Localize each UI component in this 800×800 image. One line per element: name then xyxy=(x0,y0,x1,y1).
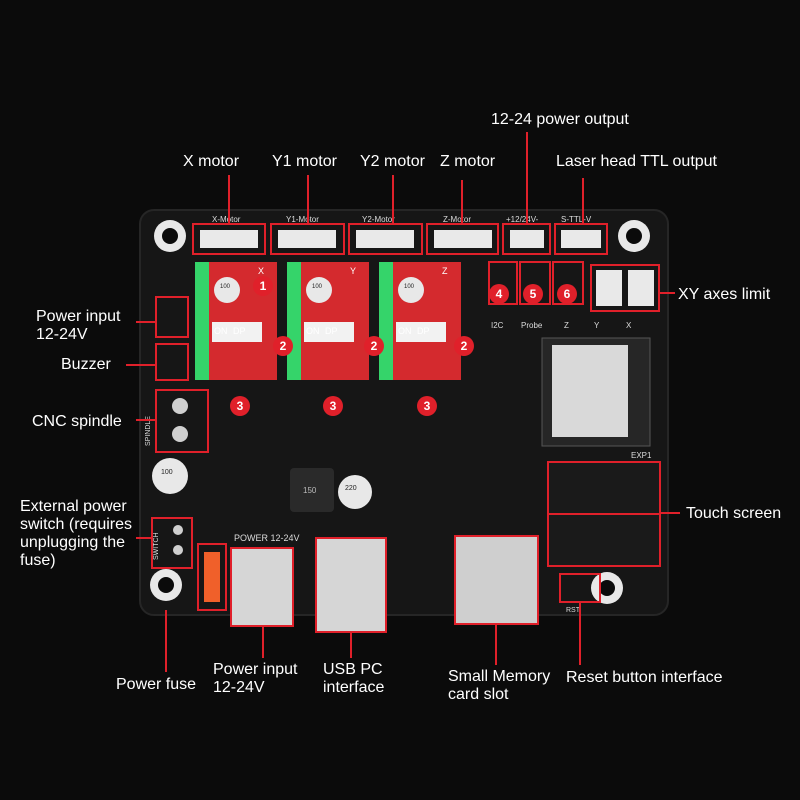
cap-big-label: 220 xyxy=(345,485,357,492)
leader-lines xyxy=(126,132,680,672)
badge-3c: 3 xyxy=(424,399,431,413)
motor-connectors xyxy=(192,223,608,255)
usb-port xyxy=(315,537,387,633)
silk-rst: RST xyxy=(566,607,581,614)
center-components xyxy=(152,458,372,512)
label-sd-slot: Small Memory card slot xyxy=(448,668,551,703)
silk-spindle: SPINDLE xyxy=(145,416,152,446)
cap-label-x: 100 xyxy=(220,284,231,290)
silk-ttl: S-TTL-V xyxy=(561,215,592,224)
cap-label-y: 100 xyxy=(312,284,323,290)
power-input-jack xyxy=(230,547,294,627)
silk-exp1: EXP1 xyxy=(631,451,652,460)
label-cnc-spindle: CNC spindle xyxy=(32,413,122,430)
label-xy-limit: XY axes limit xyxy=(678,286,771,303)
label-z-motor: Z motor xyxy=(440,153,496,170)
silk-z-motor: Z-Motor xyxy=(443,215,471,224)
label-power-input-left: Power input 12-24V xyxy=(36,308,121,343)
cap-left-label: 100 xyxy=(161,469,173,476)
badge-4: 4 xyxy=(496,287,503,301)
label-y2-motor: Y2 motor xyxy=(360,153,425,170)
label-reset: Reset button interface xyxy=(566,669,723,686)
label-usb-pc: USB PC interface xyxy=(323,661,385,696)
number-badges xyxy=(230,276,577,416)
label-laser-ttl: Laser head TTL output xyxy=(556,153,717,170)
power-fuse-holder xyxy=(197,543,227,611)
touch-screen-headers xyxy=(547,461,661,567)
silk-probe: Probe xyxy=(521,321,543,330)
sd-card-slot xyxy=(454,535,539,625)
label-touch-screen: Touch screen xyxy=(686,505,782,522)
silk-i2c: I2C xyxy=(491,321,504,330)
limit-connectors xyxy=(488,261,660,312)
driver-axis-z: Z xyxy=(442,266,448,276)
label-ext-switch: External power switch (requires unpluggi… xyxy=(20,498,133,569)
silk-switch: SWITCH xyxy=(153,532,160,560)
badge-1: 1 xyxy=(260,279,267,293)
dip-dp-z: DP xyxy=(417,326,430,336)
badge-2b: 2 xyxy=(371,339,378,353)
dip-on-z: ON xyxy=(398,326,412,336)
silk-z: Z xyxy=(564,321,569,330)
label-buzzer: Buzzer xyxy=(61,356,111,373)
silk-x-motor: X-Motor xyxy=(212,215,241,224)
badge-3b: 3 xyxy=(330,399,337,413)
badge-2a: 2 xyxy=(280,339,287,353)
label-power-fuse: Power fuse xyxy=(116,676,197,693)
driver-axis-x: X xyxy=(258,266,264,276)
stepper-drivers xyxy=(195,262,461,380)
badge-2c: 2 xyxy=(461,339,468,353)
label-power-input-bottom: Power input 12-24V xyxy=(213,661,298,696)
label-y1-motor: Y1 motor xyxy=(272,153,337,170)
silk-x: X xyxy=(626,321,632,330)
badge-5: 5 xyxy=(530,287,537,301)
silk-power-out: +12/24V- xyxy=(506,215,539,224)
dip-on-x: ON xyxy=(214,326,228,336)
label-power-output: 12-24 power output xyxy=(491,111,629,128)
silk-power-block: POWER 12-24V xyxy=(234,533,300,543)
badge-6: 6 xyxy=(564,287,571,301)
cap-label-z: 100 xyxy=(404,284,415,290)
badge-3a: 3 xyxy=(237,399,244,413)
dip-on-y: ON xyxy=(306,326,320,336)
dip-dp-x: DP xyxy=(233,326,246,336)
silk-y2-motor: Y2-Motor xyxy=(362,215,395,224)
driver-axis-y: Y xyxy=(350,266,356,276)
silk-y: Y xyxy=(594,321,600,330)
label-x-motor: X motor xyxy=(183,153,240,170)
silk-150: 150 xyxy=(303,486,317,495)
silk-y1-motor: Y1-Motor xyxy=(286,215,319,224)
dip-dp-y: DP xyxy=(325,326,338,336)
